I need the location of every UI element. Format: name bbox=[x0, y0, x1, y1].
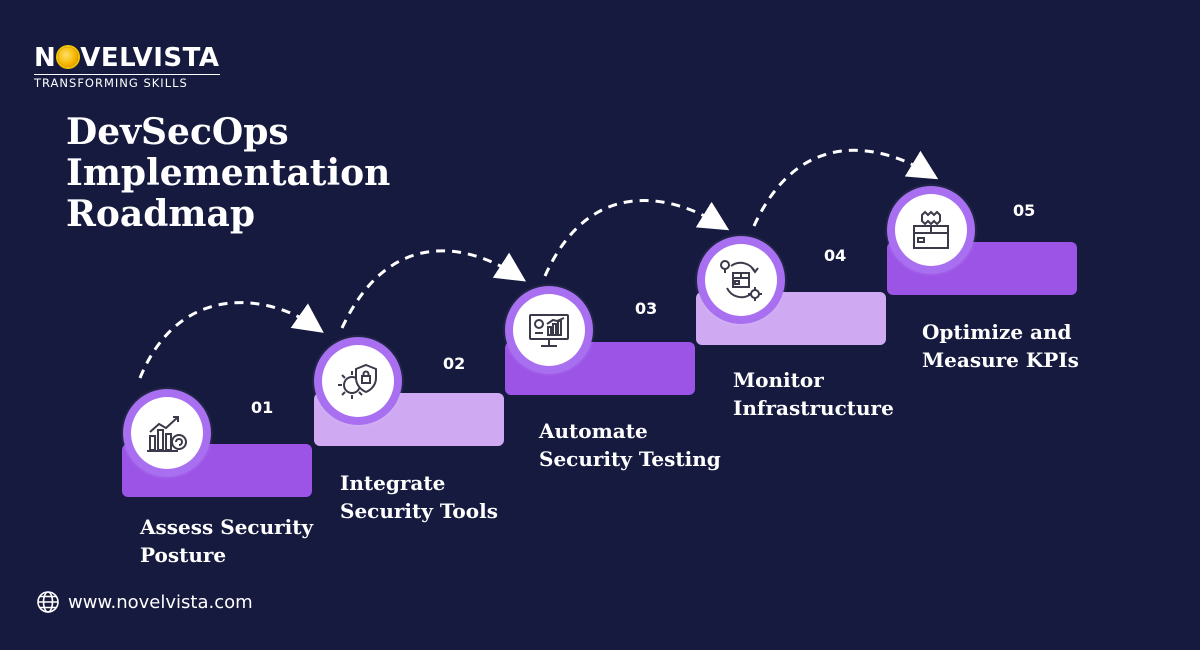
step-icon-ring-02 bbox=[314, 337, 402, 425]
step-icon-ring-04 bbox=[697, 236, 785, 324]
sun-logo-icon bbox=[58, 47, 79, 67]
step-number-01: 01 bbox=[251, 398, 274, 417]
step-number-02: 02 bbox=[443, 354, 466, 373]
step-label-04: Monitor Infrastructure bbox=[733, 368, 894, 420]
step-number-03: 03 bbox=[635, 299, 658, 318]
step-number-05: 05 bbox=[1013, 201, 1036, 220]
step-label-05: Optimize and Measure KPIs bbox=[922, 320, 1079, 372]
website-link[interactable]: www.novelvista.com bbox=[68, 591, 253, 613]
arrow-03-04 bbox=[543, 198, 730, 277]
step-number-04: 04 bbox=[824, 246, 847, 265]
chart-growth-icon bbox=[147, 416, 187, 452]
new-box-icon bbox=[913, 210, 949, 249]
step-label-01: Assess Security Posture bbox=[140, 515, 314, 567]
box-cycle-icon bbox=[720, 260, 762, 301]
page-title: DevSecOps Implementation Roadmap bbox=[66, 111, 391, 235]
step-icon-ring-03 bbox=[505, 286, 593, 374]
step-label-03: Automate Security Testing bbox=[539, 419, 721, 471]
brand-tagline: TRANSFORMING SKILLS bbox=[34, 74, 220, 90]
gear-shield-lock-icon bbox=[338, 363, 377, 399]
step-label-02: Integrate Security Tools bbox=[340, 471, 498, 523]
arrow-02-03 bbox=[340, 249, 527, 329]
monitor-analytics-icon bbox=[529, 314, 569, 347]
footer: www.novelvista.com bbox=[36, 590, 253, 614]
arrow-04-05 bbox=[752, 148, 939, 227]
globe-icon bbox=[37, 591, 59, 613]
arrow-01-02 bbox=[138, 301, 324, 379]
step-icon-ring-01 bbox=[123, 389, 211, 477]
step-icon-ring-05 bbox=[887, 186, 975, 274]
